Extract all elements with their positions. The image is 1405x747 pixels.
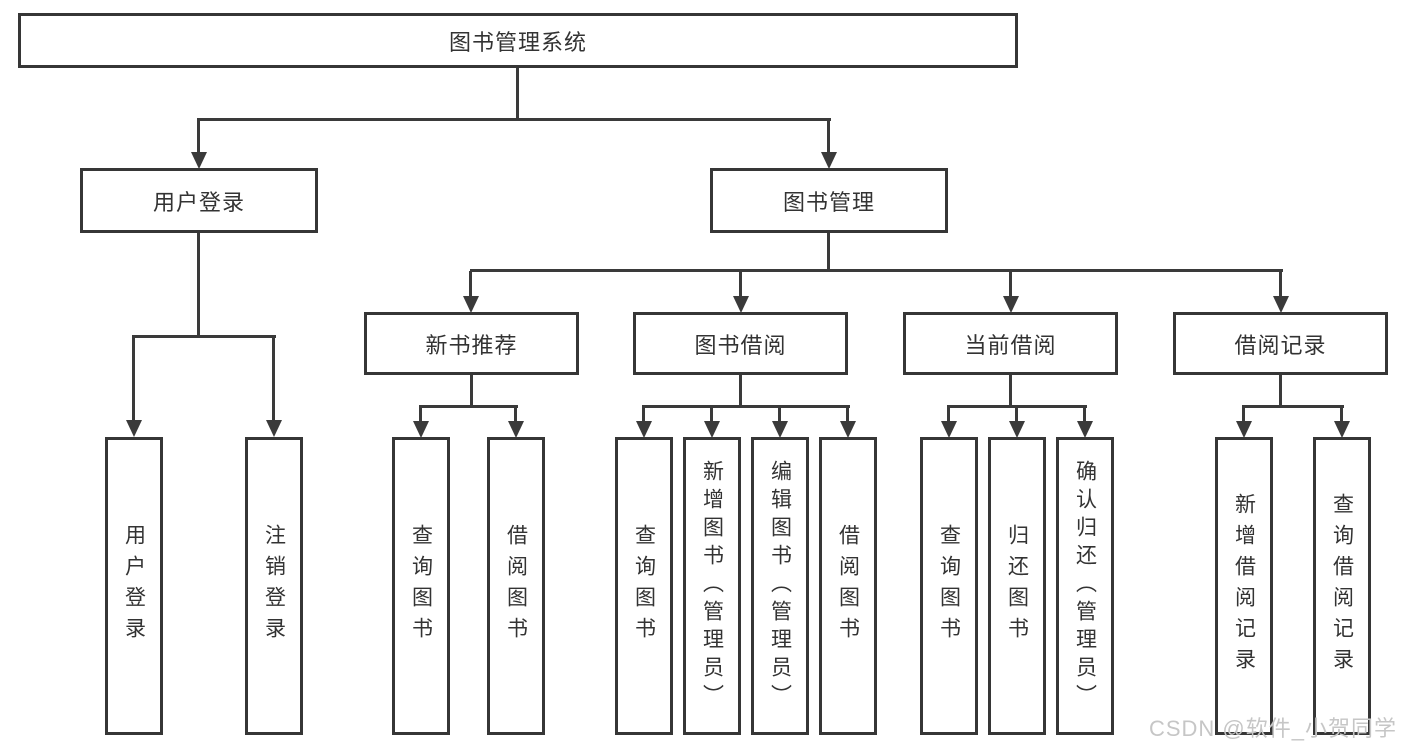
leaf-confirm-return-admin: 确认归还（管理员） (1056, 437, 1114, 735)
leaf-return-books: 归还图书 (988, 437, 1046, 735)
node-new-book-recommend-label: 新书推荐 (425, 332, 518, 358)
connector-new-book-stem (470, 375, 473, 407)
connector-user-login-split (132, 335, 276, 338)
node-new-book-recommend: 新书推荐 (364, 312, 579, 375)
arrow-to-leaf-user-login (132, 337, 135, 420)
leaf-current-query-books: 查询图书 (920, 437, 978, 735)
leaf-user-login-label: 用户登录 (122, 524, 146, 648)
leaf-return-books-label: 归还图书 (1005, 524, 1029, 648)
leaf-logout: 注销登录 (245, 437, 303, 735)
connector-root-stem (516, 68, 519, 120)
leaf-recommend-query-books-label: 查询图书 (409, 524, 433, 648)
arrow-book-borrow-child-1 (642, 407, 645, 421)
node-user-login: 用户登录 (80, 168, 318, 233)
arrow-borrow-records-child-2 (1340, 407, 1343, 421)
node-borrow-records-label: 借阅记录 (1234, 332, 1327, 358)
arrow-to-leaf-logout (272, 337, 275, 420)
arrow-to-new-book-recommend (469, 271, 472, 296)
arrow-to-book-borrow (739, 271, 742, 296)
arrow-book-borrow-child-2 (710, 407, 713, 421)
leaf-borrow-books-label: 借阅图书 (836, 524, 860, 648)
leaf-edit-books-admin: 编辑图书（管理员） (751, 437, 809, 735)
leaf-recommend-borrow-books-label: 借阅图书 (504, 524, 528, 648)
leaf-confirm-return-admin-label: 确认归还（管理员） (1073, 460, 1097, 712)
leaf-query-borrow-record: 查询借阅记录 (1313, 437, 1371, 735)
node-book-borrow-label: 图书借阅 (694, 332, 787, 358)
leaf-recommend-borrow-books: 借阅图书 (487, 437, 545, 735)
node-book-borrow: 图书借阅 (633, 312, 848, 375)
arrow-current-borrow-child-2 (1015, 407, 1018, 421)
connector-level2-split (197, 118, 831, 121)
connector-current-borrow-stem (1009, 375, 1012, 407)
arrow-borrow-records-child-1 (1242, 407, 1245, 421)
connector-book-borrow-split (642, 405, 850, 408)
leaf-edit-books-admin-label: 编辑图书（管理员） (768, 460, 792, 712)
node-book-management: 图书管理 (710, 168, 948, 233)
leaf-recommend-query-books: 查询图书 (392, 437, 450, 735)
connector-new-book-split (419, 405, 518, 408)
connector-book-borrow-stem (739, 375, 742, 407)
arrow-to-book-management (827, 120, 830, 152)
leaf-borrow-query-books: 查询图书 (615, 437, 673, 735)
connector-book-management-stem (827, 233, 830, 271)
arrow-to-borrow-records (1279, 271, 1282, 296)
arrow-to-current-borrow (1009, 271, 1012, 296)
node-borrow-records: 借阅记录 (1173, 312, 1388, 375)
arrow-current-borrow-child-3 (1083, 407, 1086, 421)
node-root: 图书管理系统 (18, 13, 1018, 68)
arrow-new-book-child-1 (419, 407, 422, 421)
node-current-borrow-label: 当前借阅 (964, 332, 1057, 358)
leaf-current-query-books-label: 查询图书 (937, 524, 961, 648)
connector-level3-split (470, 269, 1283, 272)
leaf-borrow-books: 借阅图书 (819, 437, 877, 735)
connector-borrow-records-split (1242, 405, 1344, 408)
arrow-new-book-child-2 (514, 407, 517, 421)
node-user-login-label: 用户登录 (152, 189, 245, 215)
leaf-query-borrow-record-label: 查询借阅记录 (1330, 493, 1354, 679)
arrow-book-borrow-child-3 (778, 407, 781, 421)
arrow-current-borrow-child-1 (947, 407, 950, 421)
connector-user-login-stem (197, 233, 200, 337)
connector-borrow-records-stem (1279, 375, 1282, 407)
node-current-borrow: 当前借阅 (903, 312, 1118, 375)
arrow-to-user-login (197, 120, 200, 152)
csdn-watermark: CSDN @软件_小贺同学 (1148, 716, 1397, 741)
leaf-add-borrow-record: 新增借阅记录 (1215, 437, 1273, 735)
arrow-book-borrow-child-4 (846, 407, 849, 421)
leaf-add-borrow-record-label: 新增借阅记录 (1232, 493, 1256, 679)
node-book-management-label: 图书管理 (782, 189, 875, 215)
leaf-add-books-admin-label: 新增图书（管理员） (700, 460, 724, 712)
leaf-add-books-admin: 新增图书（管理员） (683, 437, 741, 735)
node-root-label: 图书管理系统 (448, 29, 587, 55)
leaf-logout-label: 注销登录 (262, 524, 286, 648)
leaf-user-login: 用户登录 (105, 437, 163, 735)
leaf-borrow-query-books-label: 查询图书 (632, 524, 656, 648)
